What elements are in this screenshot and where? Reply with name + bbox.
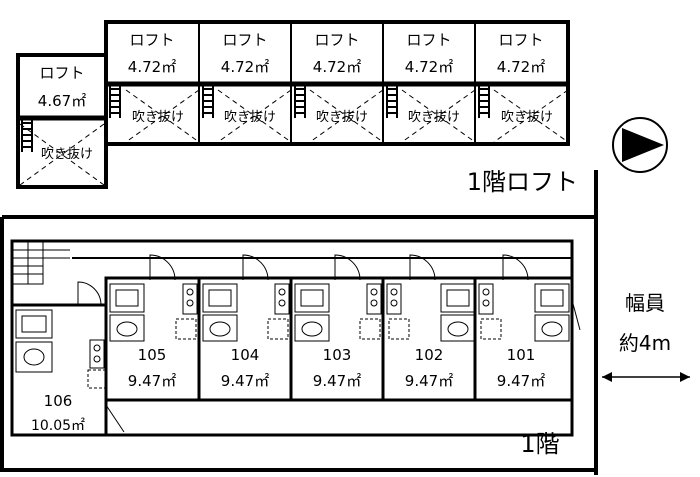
unit-number: 105 xyxy=(138,346,167,364)
loft-name: ロフト xyxy=(498,31,543,49)
void-label: 吹き抜け xyxy=(132,109,184,125)
unit-area: 10.05㎡ xyxy=(31,418,85,434)
loft-level-title: 1階ロフト xyxy=(467,168,578,196)
loft-name: ロフト xyxy=(222,31,267,49)
loft-level: ロフト ロフト ロフト ロフト ロフト ロフト 4.72㎡ 4.72㎡ 4.72… xyxy=(16,20,578,196)
unit-area: 9.47㎡ xyxy=(221,372,269,390)
unit-area: 9.47㎡ xyxy=(313,372,361,390)
unit-number: 106 xyxy=(44,392,73,410)
void-label: 吹き抜け xyxy=(501,109,553,125)
loft-name: ロフト xyxy=(39,64,84,82)
road-label-line1: 幅員 xyxy=(625,291,665,315)
ladder-icon xyxy=(21,84,490,152)
road-width: 幅員 約4m xyxy=(602,291,690,382)
void-label: 吹き抜け xyxy=(224,109,276,125)
void-label: 吹き抜け xyxy=(316,109,368,125)
void-label: 吹き抜け xyxy=(41,146,93,162)
loft-area: 4.72㎡ xyxy=(313,58,361,76)
arrow-left-icon xyxy=(602,372,612,382)
unit-number: 102 xyxy=(415,346,444,364)
loft-left-outline xyxy=(16,53,108,189)
ground-level: 105 9.47㎡ 104 9.47㎡ 103 9.47㎡ 102 9.47㎡ … xyxy=(0,170,598,475)
arrow-right-icon xyxy=(680,372,690,382)
void-crosses xyxy=(19,89,569,186)
stairs-icon xyxy=(12,241,70,285)
loft-area: 4.72㎡ xyxy=(128,58,176,76)
loft-name: ロフト xyxy=(406,31,451,49)
road-label-line2: 約4m xyxy=(619,331,671,355)
unit-number: 101 xyxy=(507,346,536,364)
loft-area: 4.72㎡ xyxy=(405,58,453,76)
loft-area: 4.72㎡ xyxy=(221,58,269,76)
unit-number: 104 xyxy=(231,346,260,364)
unit-area: 9.47㎡ xyxy=(405,372,453,390)
unit-106-outline xyxy=(10,303,108,437)
north-arrow-icon xyxy=(612,117,668,173)
unit-number: 103 xyxy=(323,346,352,364)
loft-name: ロフト xyxy=(129,31,174,49)
unit-area: 9.47㎡ xyxy=(497,372,545,390)
void-label: 吹き抜け xyxy=(408,109,460,125)
loft-area: 4.72㎡ xyxy=(497,58,545,76)
loft-name: ロフト xyxy=(314,31,359,49)
unit-fixtures xyxy=(15,254,581,433)
loft-area: 4.67㎡ xyxy=(38,92,86,110)
ground-level-title: 1階 xyxy=(520,430,559,458)
unit-area: 9.47㎡ xyxy=(128,372,176,390)
